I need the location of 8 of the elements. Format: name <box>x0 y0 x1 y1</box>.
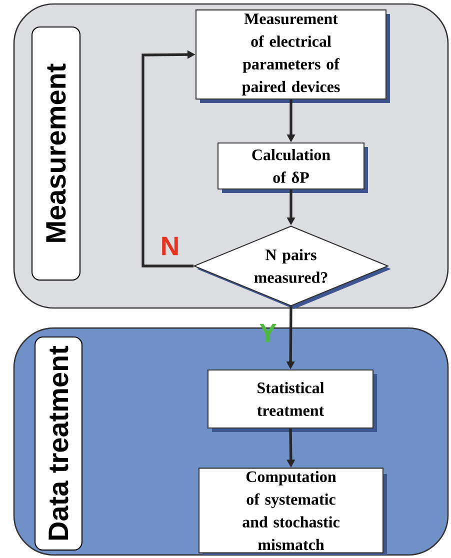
process-box: Calculation of δP <box>217 142 368 193</box>
process-box: Statistical treatment <box>207 369 377 432</box>
edge-label: Y <box>260 324 276 342</box>
edge-label: N <box>162 236 178 256</box>
section-label: Data treatment <box>34 336 82 551</box>
section-label: Measurement <box>31 26 81 281</box>
process-box: Computation of systematic and stochastic mismatch <box>198 468 387 555</box>
process-box: Measurement of electrical parameters of paired devices <box>195 9 390 103</box>
